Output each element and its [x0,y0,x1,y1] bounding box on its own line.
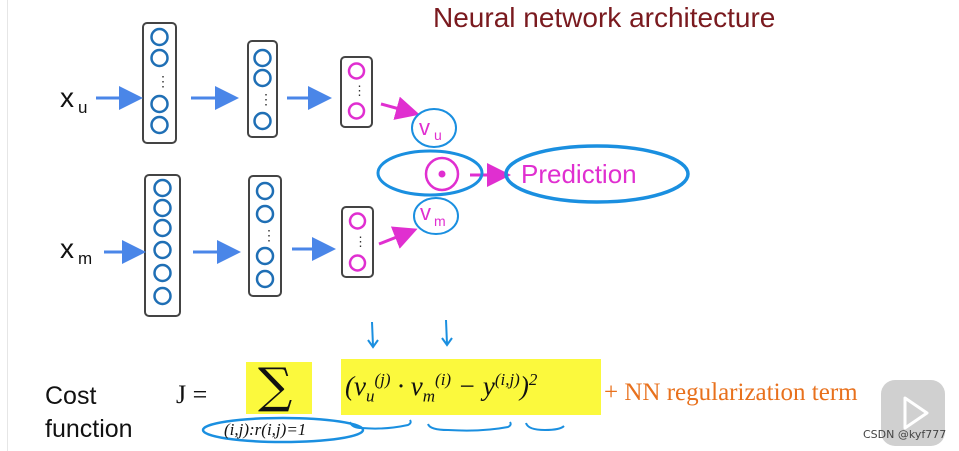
movie-vector-arrow [378,226,418,249]
movie-vector-nodes [348,212,367,272]
dot-highlight [376,149,484,197]
play-button[interactable] [881,380,945,446]
movie-input-subscript: m [78,249,92,268]
user-layer-2 [247,40,278,138]
vu-subscript: u [434,127,442,143]
watermark: CSDN @kyf777 [863,428,947,441]
sum-subscript: (i,j):r(i,j)=1 [224,420,307,439]
slide-border [7,0,8,451]
pointer-arrow-vm [441,319,453,347]
cost-label-line1: Cost [45,382,97,410]
regularization-term: + NN regularization term [604,379,858,406]
dot-product-node [424,156,460,192]
svg-text:⋮: ⋮ [354,234,367,249]
user-vector-arrow [380,96,420,120]
vu-label: v [419,115,430,140]
user-layer-2-nodes [253,48,272,131]
user-vector-box [340,56,373,128]
svg-text:⋮: ⋮ [259,91,273,107]
user-layer-1-nodes [150,27,169,135]
expression-highlight [341,359,601,415]
vm-subscript: m [434,213,446,229]
svg-text:⋮: ⋮ [156,73,170,89]
squared-error-expression: (vu(j) · vm(i) − y(i,j))2 [345,370,538,406]
sum-subscript-circle [201,416,365,444]
movie-layer-2 [248,175,282,297]
vm-underline [427,421,512,432]
pointer-arrow-vu [367,321,379,349]
y-underline [525,422,565,432]
vm-label: v [420,200,431,225]
movie-layer-2-nodes [255,181,275,289]
user-input-label: x [60,82,74,113]
svg-text:⋮: ⋮ [262,227,276,243]
movie-vector-box [341,206,374,278]
user-layer-1 [142,22,177,144]
prediction-label: Prediction [521,159,637,189]
movie-layer-1-nodes [153,178,172,306]
svg-text:⋮: ⋮ [353,83,366,98]
cost-lhs: J = [176,380,208,409]
user-vector-nodes [347,62,366,120]
dot-product-icon [438,170,446,178]
cost-label-line2: function [45,415,133,443]
slide-title: Neural network architecture [433,2,776,33]
vu-circle [411,108,457,148]
vm-circle [413,197,459,235]
play-icon [903,396,929,430]
user-input-subscript: u [78,98,87,117]
cost-function-label: Cost function [45,380,133,446]
sum-symbol: ∑ [258,358,293,414]
sum-highlight [246,362,312,414]
prediction-highlight [504,144,690,204]
vu-underline [349,419,412,430]
movie-input-label: x [60,233,74,264]
